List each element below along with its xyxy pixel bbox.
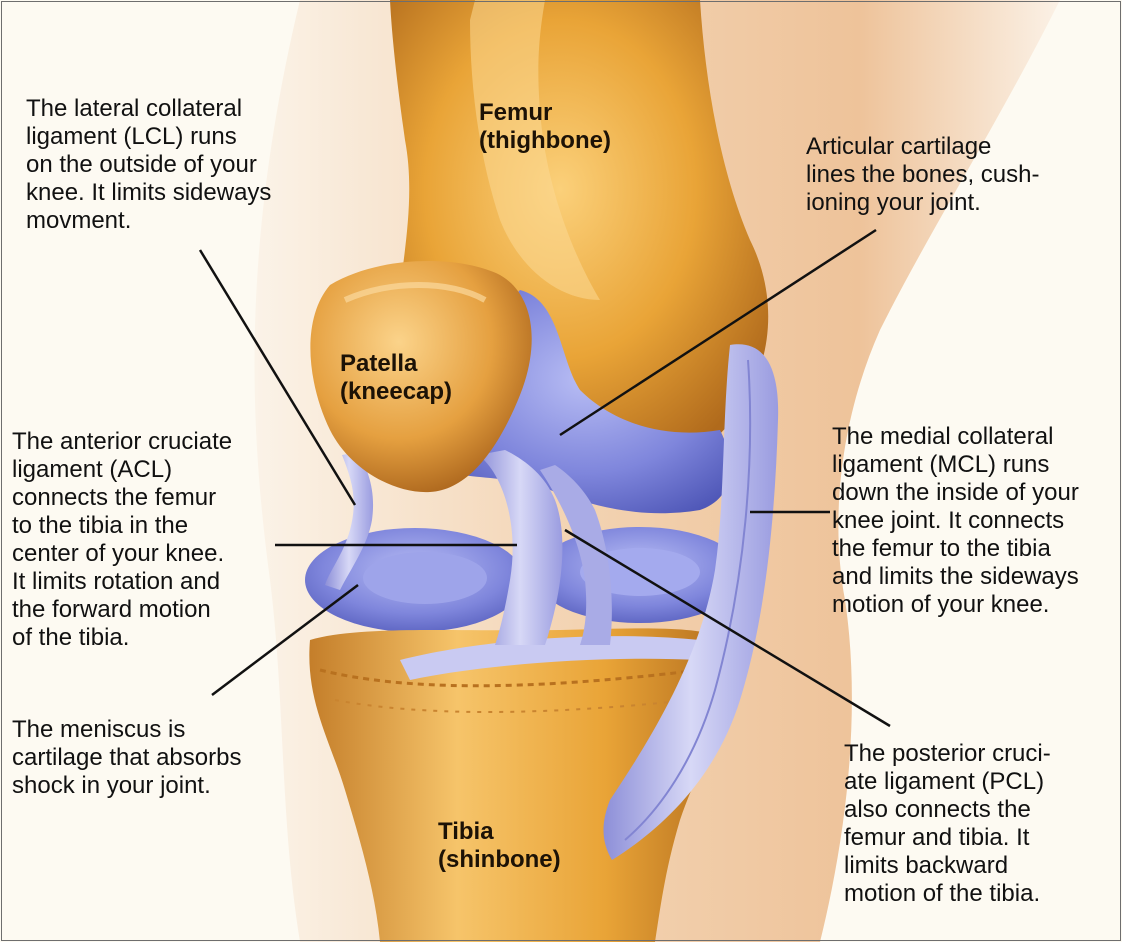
meniscus-callout: The meniscus is cartilage that absorbs s… bbox=[12, 716, 241, 800]
articular-cartilage-callout: Articular cartilage lines the bones, cus… bbox=[806, 133, 1039, 217]
mcl-callout: The medial collateral ligament (MCL) run… bbox=[832, 423, 1079, 619]
pcl-callout: The posterior cruci- ate ligament (PCL) … bbox=[844, 740, 1051, 908]
acl-callout: The anterior cruciate ligament (ACL) con… bbox=[12, 428, 232, 652]
lcl-callout: The lateral collateral ligament (LCL) ru… bbox=[26, 95, 271, 235]
femur-label: Femur (thighbone) bbox=[479, 99, 611, 155]
tibia-label: Tibia (shinbone) bbox=[438, 818, 561, 874]
patella-label: Patella (kneecap) bbox=[340, 350, 452, 406]
